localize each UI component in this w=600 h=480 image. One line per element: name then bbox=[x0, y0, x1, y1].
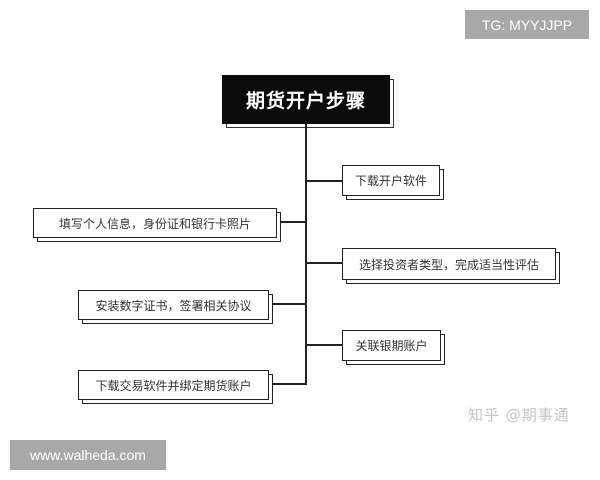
trunk-line bbox=[305, 124, 307, 385]
connector-left-2 bbox=[269, 303, 306, 305]
zhihu-watermark: 知乎 @期事通 bbox=[468, 406, 570, 424]
step-label: 安装数字证书，签署相关协议 bbox=[95, 298, 252, 313]
step-label: 下载交易软件并绑定期货账户 bbox=[95, 378, 252, 393]
connector-right-1 bbox=[306, 180, 342, 182]
tg-watermark: TG: MYYJJPP bbox=[465, 10, 589, 39]
step-label: 下载开户软件 bbox=[354, 174, 427, 188]
step-digital-certificate: 安装数字证书，签署相关协议 bbox=[78, 290, 269, 320]
step-label: 填写个人信息，身份证和银行卡照片 bbox=[58, 216, 251, 231]
connector-right-3 bbox=[306, 344, 342, 346]
step-personal-info: 填写个人信息，身份证和银行卡照片 bbox=[33, 208, 277, 238]
connector-left-3 bbox=[269, 383, 306, 385]
step-trading-software: 下载交易软件并绑定期货账户 bbox=[78, 370, 269, 400]
connector-left-1 bbox=[277, 221, 306, 223]
site-watermark: www.walheda.com bbox=[10, 440, 166, 470]
step-download-account-app: 下载开户软件 bbox=[342, 165, 440, 196]
diagram-title: 期货开户步骤 bbox=[222, 75, 390, 124]
step-link-bank-account: 关联银期账户 bbox=[342, 330, 441, 361]
step-label: 关联银期账户 bbox=[355, 339, 428, 353]
step-label: 选择投资者类型，完成适当性评估 bbox=[358, 257, 539, 272]
step-investor-type-assessment: 选择投资者类型，完成适当性评估 bbox=[342, 248, 556, 280]
connector-right-2 bbox=[306, 262, 342, 264]
